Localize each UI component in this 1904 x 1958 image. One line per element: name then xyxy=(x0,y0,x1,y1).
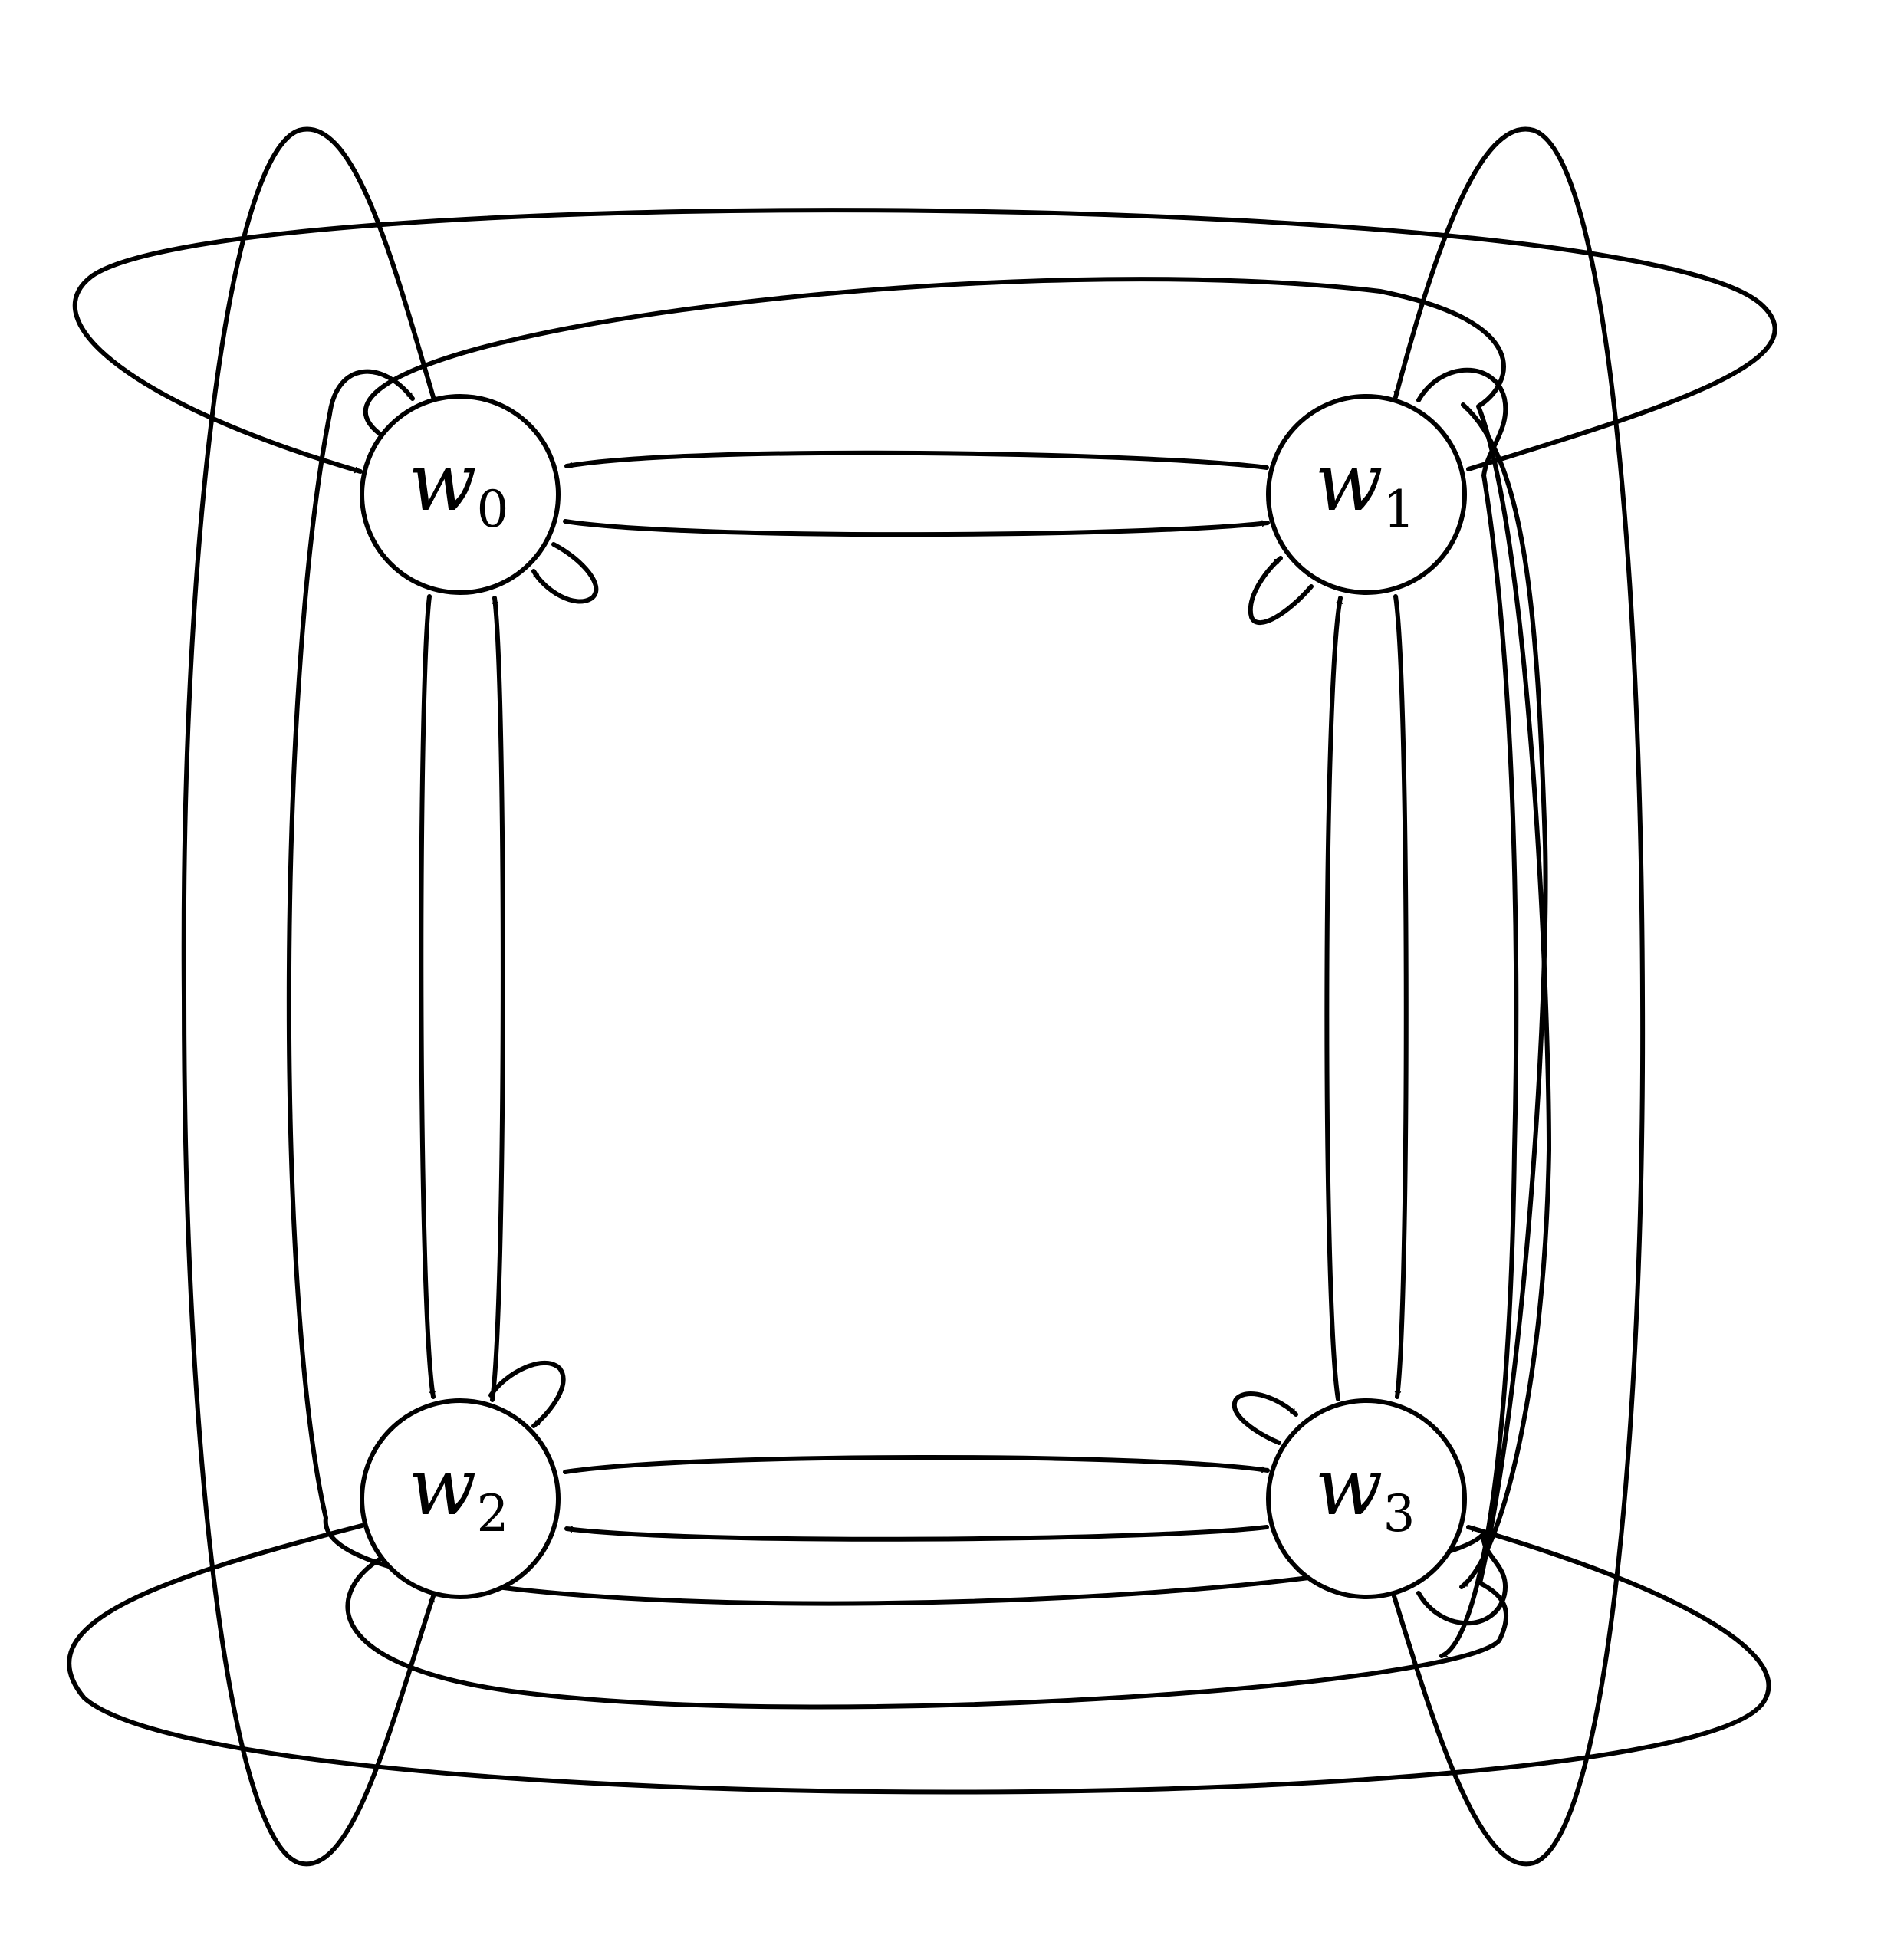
node-circle-w2 xyxy=(360,1398,561,1599)
node-label-w1: w1 xyxy=(1314,435,1415,539)
node-w3: w3 xyxy=(1266,1398,1467,1599)
node-circle-w1 xyxy=(1266,394,1467,595)
edge-w0-w0 xyxy=(531,542,599,604)
nodes-layer: w0 w1 w2 w3 xyxy=(360,394,1467,1599)
edge-w3-w2 xyxy=(564,1525,1269,1542)
edge-w2-w0 xyxy=(490,596,505,1402)
edge-w1-w2-inner xyxy=(1416,367,1519,1658)
node-label-w0: w0 xyxy=(408,435,508,539)
edge-w3-w1-outer xyxy=(1392,126,1646,1867)
edge-w2-w3-outer xyxy=(67,1523,1771,1795)
node-w0: w0 xyxy=(360,394,561,595)
node-label-w2: w2 xyxy=(408,1440,508,1543)
edge-w1-w3 xyxy=(1393,594,1409,1399)
node-circle-w3 xyxy=(1266,1398,1467,1599)
edge-w1-w0-outer xyxy=(72,208,1777,474)
node-label-w3: w3 xyxy=(1314,1440,1415,1543)
edge-w3-w3 xyxy=(1232,1391,1298,1445)
edge-w2-w2 xyxy=(488,1360,566,1428)
edge-w2-w1-inner xyxy=(345,402,1548,1710)
edge-w0-w2 xyxy=(419,594,436,1399)
edge-w1-w0 xyxy=(564,450,1269,470)
edges-layer xyxy=(67,126,1777,1867)
node-w2: w2 xyxy=(360,1398,561,1599)
edge-w2-w3 xyxy=(563,1454,1270,1474)
node-circle-w0 xyxy=(360,394,561,595)
edge-w0-w3-inner xyxy=(363,277,1551,1589)
edge-w3-w1 xyxy=(1324,596,1343,1401)
node-w1: w1 xyxy=(1266,394,1467,595)
edge-w1-w1 xyxy=(1248,556,1314,626)
edge-w0-w2-outer xyxy=(181,126,436,1867)
edge-w0-w1 xyxy=(563,519,1270,537)
